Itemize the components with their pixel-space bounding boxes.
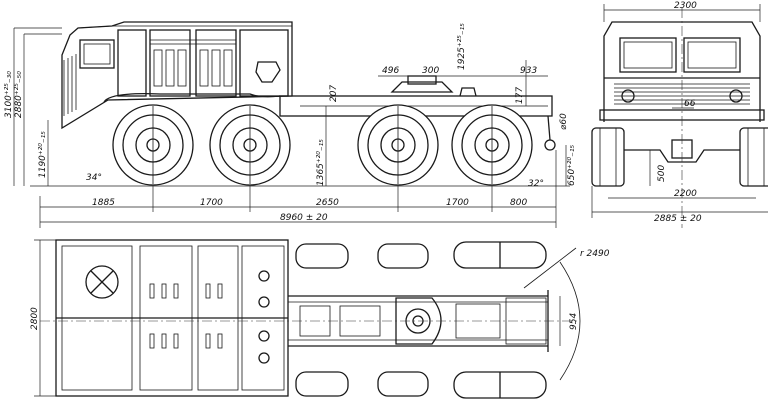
dim-500: 500: [657, 165, 667, 182]
dim-1885: 1885: [92, 198, 115, 208]
plan-view: 2800 r 2490 954: [30, 239, 610, 399]
dim-207: 207: [329, 85, 339, 102]
front-fender: [103, 93, 281, 103]
dim-2650: 2650: [316, 198, 339, 208]
front-tyre-right: [739, 127, 768, 187]
roof-vents: [149, 283, 223, 349]
dim-933: 933: [520, 66, 537, 76]
headlight-left: [621, 89, 635, 103]
angle-front: 34°: [86, 173, 102, 183]
door-panel: [117, 29, 147, 97]
front-view: 2300 2200 2885 ± 20 66 500: [591, 1, 768, 228]
turning-radius-arc: [559, 261, 581, 381]
side-wheels: [112, 104, 533, 186]
dim-1700-rear: 1700: [446, 198, 469, 208]
dim-1700-front: 1700: [200, 198, 223, 208]
dim-phi60: ⌀60: [559, 113, 569, 130]
cab-outline: [61, 21, 293, 130]
dim-177: 177: [515, 87, 525, 104]
fifth-wheel: [390, 81, 454, 93]
dim-300: 300: [422, 66, 439, 76]
dim-radius-2490: r 2490: [580, 249, 610, 259]
cab-roof-line: [77, 25, 292, 29]
dim-496: 496: [382, 66, 399, 76]
plan-tyres: [295, 241, 547, 399]
headlight-right: [729, 89, 743, 103]
dim-1925: 1925⁺²⁵₋₁₅: [457, 23, 467, 70]
dim-height-body: 2880⁺²⁵₋₅₀: [14, 71, 24, 118]
rear-post: [459, 87, 477, 97]
dim-2885: 2885 ± 20: [654, 214, 702, 224]
body-panels: [149, 29, 289, 97]
dim-800: 800: [510, 198, 527, 208]
dim-66: 66: [684, 99, 696, 109]
cab-window: [79, 39, 115, 69]
front-windshield-left: [619, 37, 677, 73]
wheel-2: [209, 104, 291, 186]
dim-2800: 2800: [30, 307, 40, 330]
fuel-canister: [255, 61, 281, 83]
wheel-1: [112, 104, 194, 186]
front-tyre-left: [591, 127, 625, 187]
dim-2300: 2300: [674, 1, 697, 11]
front-grille: [63, 54, 77, 116]
wheel-3: [357, 104, 439, 186]
angle-rear: 32°: [528, 179, 544, 189]
side-view: 1885 1700 2650 1700 800 8960 ± 20 3100⁺²…: [4, 21, 577, 228]
dim-height-rear: 650⁺²⁰₋₁₅: [567, 144, 577, 186]
wheel-4: [451, 104, 533, 186]
dim-height-cab: 3100⁺²⁵₋₃₀: [4, 71, 14, 118]
roof-hatch: [85, 265, 119, 299]
dim-2200: 2200: [674, 189, 697, 199]
dim-overall-length: 8960 ± 20: [280, 213, 328, 223]
front-axle: [624, 149, 740, 163]
front-windshield-right: [683, 37, 741, 73]
dim-height-frame: 1365⁺²⁰₋₁₅: [316, 139, 326, 186]
dim-954: 954: [569, 313, 579, 330]
tow-hitch: [544, 139, 556, 151]
plan-fifth-wheel: [395, 297, 442, 345]
dim-height-fifth: 1190⁺²⁰₋₁₅: [38, 131, 48, 178]
